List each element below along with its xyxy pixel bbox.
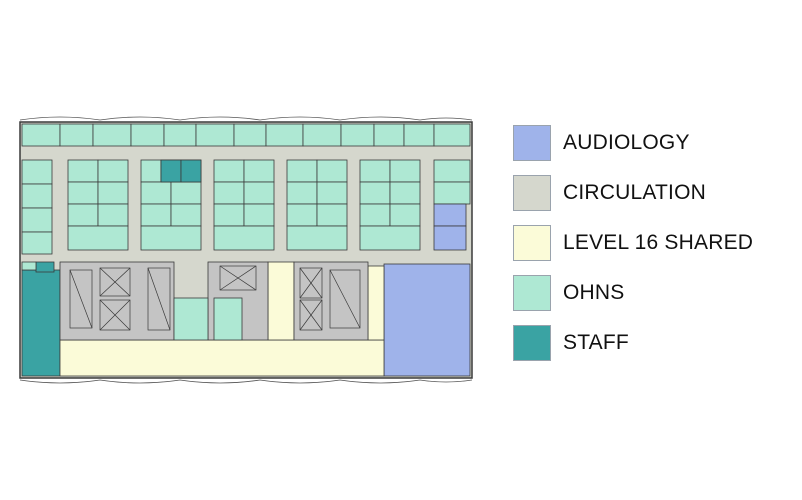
exterior-wall-marks (19, 116, 473, 384)
staff-rooms (21, 159, 202, 377)
legend-item-shared: LEVEL 16 SHARED (513, 224, 753, 262)
left-office-column (21, 159, 53, 255)
legend-label-circulation: CIRCULATION (563, 181, 706, 204)
ohns-swatch (513, 275, 551, 311)
legend-label-ohns: OHNS (563, 281, 625, 304)
legend-item-audiology: AUDIOLOGY (513, 124, 690, 162)
legend-label-audiology: AUDIOLOGY (563, 131, 690, 154)
legend-label-shared: LEVEL 16 SHARED (563, 231, 754, 254)
top-office-row (21, 123, 471, 147)
right-office-column (433, 159, 471, 205)
staff-swatch (513, 325, 551, 361)
core-details (69, 265, 361, 331)
floor-plan (19, 116, 473, 384)
shared-swatch (513, 225, 551, 261)
audiology-rooms (383, 203, 471, 377)
legend-label-staff: STAFF (563, 331, 629, 354)
core-ohns-rooms (21, 261, 243, 341)
office-clusters (67, 159, 421, 251)
legend-item-ohns: OHNS (513, 274, 624, 312)
legend-item-circulation: CIRCULATION (513, 174, 706, 212)
audiology-swatch (513, 125, 551, 161)
circulation-swatch (513, 175, 551, 211)
legend-item-staff: STAFF (513, 324, 629, 362)
